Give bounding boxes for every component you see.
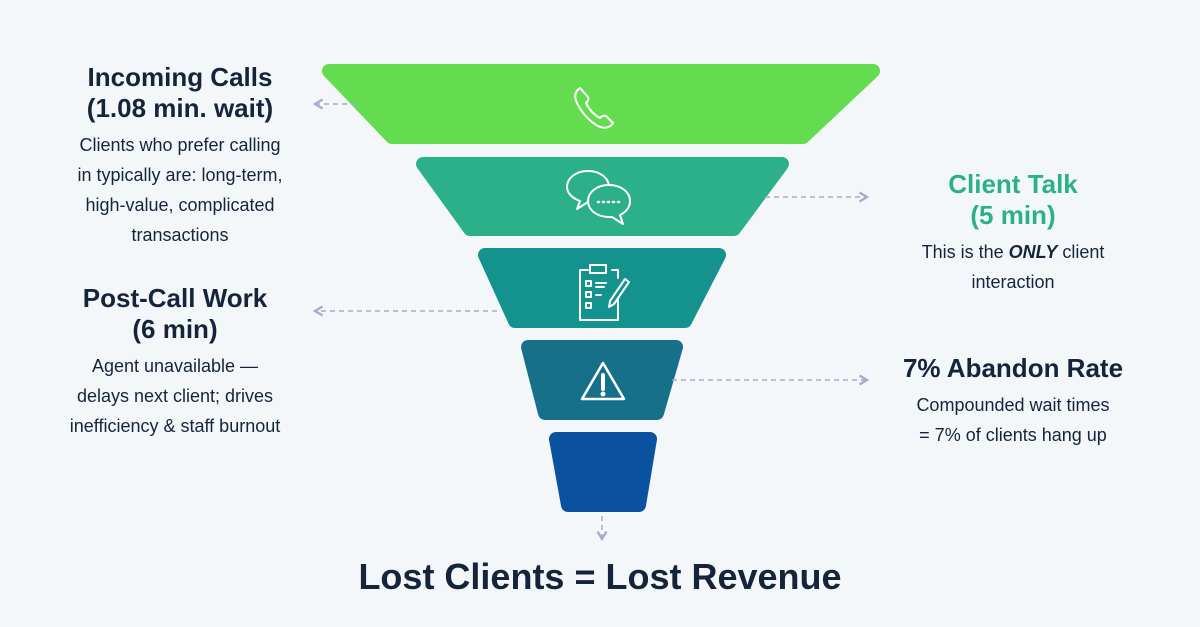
stage-title: Incoming Calls(1.08 min. wait)	[86, 62, 274, 123]
clipboard-checklist-icon	[579, 264, 630, 321]
stage-description: Compounded wait times= 7% of clients han…	[916, 395, 1110, 445]
stage-post-call-work: Post-Call Work(6 min) Agent unavailable …	[30, 283, 320, 441]
warning-icon	[580, 361, 626, 401]
stage-client-talk: Client Talk(5 min) This is the ONLY clie…	[868, 169, 1158, 297]
funnel-stage-1	[322, 64, 880, 144]
funnel-stage-5	[549, 432, 657, 512]
stage-title: Client Talk(5 min)	[948, 169, 1078, 230]
stage-abandon-rate: 7% Abandon Rate Compounded wait times= 7…	[868, 353, 1158, 450]
stage-title: Post-Call Work(6 min)	[82, 283, 268, 344]
stage-description: Agent unavailable —delays next client; d…	[69, 356, 281, 436]
stage-title: 7% Abandon Rate	[902, 353, 1124, 383]
chat-bubbles-icon	[566, 170, 631, 225]
phone-icon	[574, 87, 614, 129]
footer-conclusion: Lost Clients = Lost Revenue	[358, 556, 842, 597]
stage-incoming-calls: Incoming Calls(1.08 min. wait) Clients w…	[40, 62, 320, 250]
